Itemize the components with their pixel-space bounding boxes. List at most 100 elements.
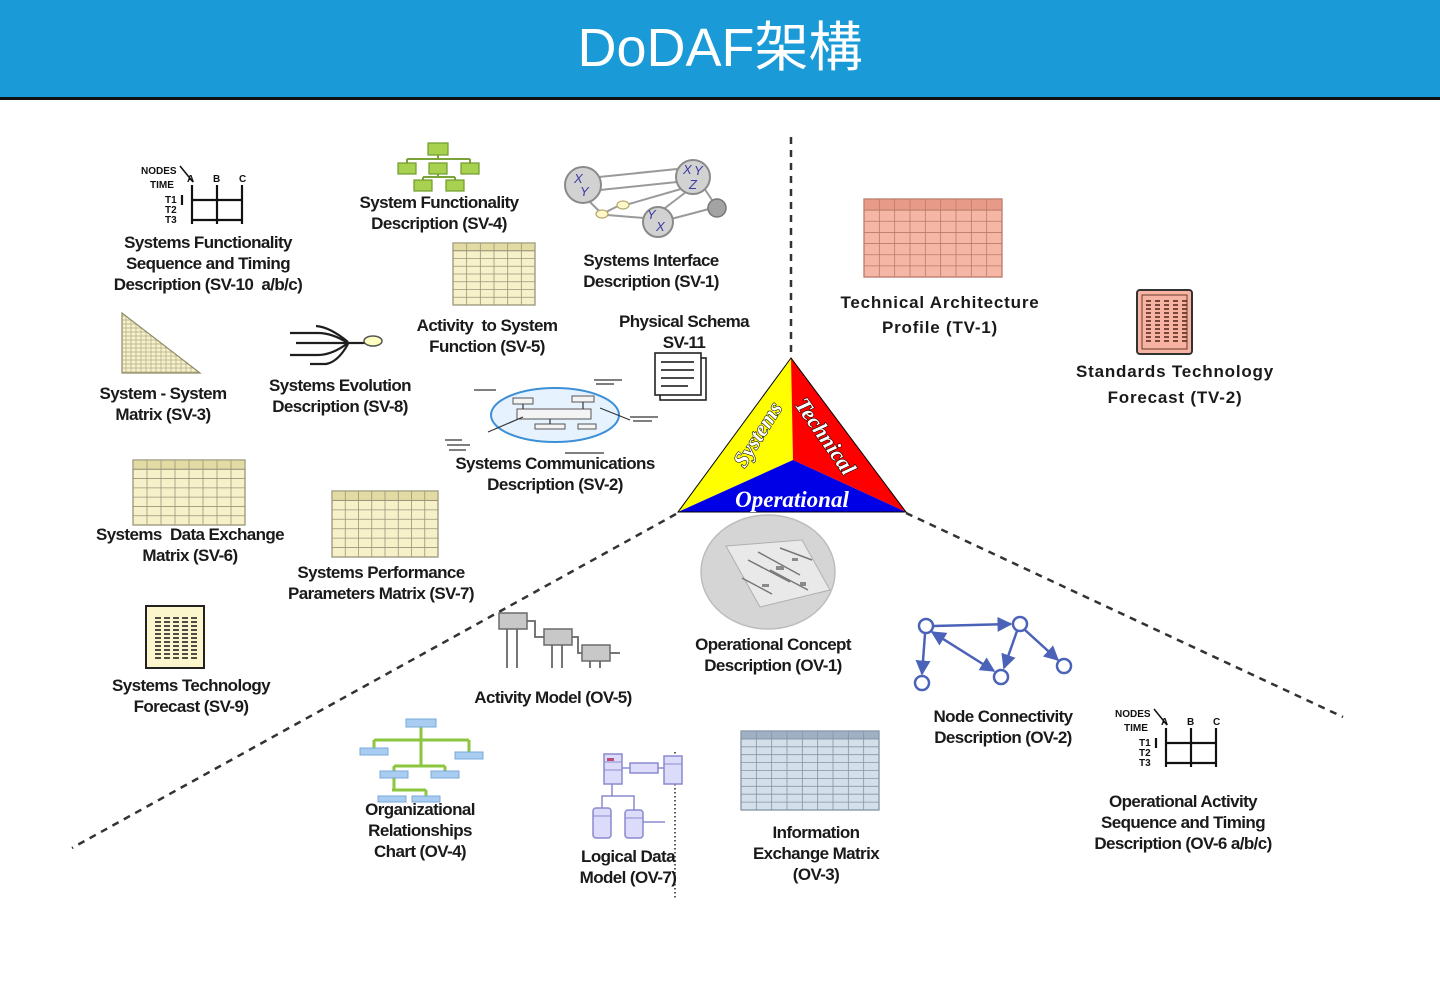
table-body: [863, 198, 1003, 278]
ov7-data-model-icon-part-part: [624, 809, 644, 839]
time-text: TIME: [1124, 723, 1148, 734]
sv1-interface-icon-part: [588, 168, 713, 220]
sv4-functionality-icon-part-part: [445, 179, 465, 192]
ov4-org-chart-icon-part-part: [379, 770, 409, 779]
viewpoint-triangle: Systems Technical Operational: [677, 357, 907, 513]
ov2-node: [913, 674, 931, 692]
ov7-data-model-icon: [592, 752, 683, 898]
ov1-concept-icon-part-part: [769, 569, 809, 591]
sv1-interface-icon-part: X: [682, 162, 693, 177]
sv1-interface-icon-part: Y: [647, 207, 657, 222]
ov3-matrix-icon: [740, 730, 880, 811]
sv2-communications-icon-part-part: [487, 416, 524, 433]
sv8-evolution-icon-part: [310, 343, 349, 366]
tv2-forecast-icon-part: [1136, 289, 1193, 355]
sv4-functionality-icon-part: [406, 155, 471, 180]
sv1-label: Systems Interface Description (SV-1): [583, 251, 719, 291]
sv10-sequence-icon: NODES TIME A B C T1 T2 T3: [141, 165, 246, 226]
sv8-evolution-icon: [290, 324, 383, 366]
sv10-sequence-icon-part: [179, 165, 194, 183]
ov2-node: [1011, 615, 1029, 633]
sv1-interface-icon-part: X: [655, 219, 666, 234]
interface-node-4: [707, 198, 727, 218]
ov4-org-chart-icon-part-part: [411, 795, 441, 803]
sv8-label: Systems Evolution Description (SV-8): [269, 376, 412, 416]
view-dividers: [71, 137, 1344, 850]
sv4-functionality-icon-part: [397, 142, 480, 192]
ov1-concept-icon-part: [741, 547, 813, 595]
ov4-org-chart-icon-part-part: [405, 718, 437, 728]
ov6-label: Operational Activity Sequence and Timing…: [1094, 792, 1272, 853]
sv2-communications-icon-part-part: [577, 423, 597, 430]
ov4-org-chart-icon-part: [372, 727, 471, 796]
ov1-concept-icon-part-part: [800, 582, 806, 586]
sv9-forecast-icon: [145, 605, 205, 669]
ov4-org-chart-icon-part-part: [430, 770, 460, 779]
sv4-functionality-icon-part-part: [428, 162, 448, 175]
ov4-org-chart-icon-part-part: [377, 795, 407, 803]
ov2-node-graph-icon-part: [915, 616, 1060, 676]
ov5-activity-icon-part-part: [581, 644, 611, 662]
sv5-matrix-icon: [452, 242, 536, 306]
column-a: A: [187, 174, 194, 185]
ov7-data-model-icon-part-part: [663, 755, 683, 785]
tv2-forecast-icon-part: [1141, 294, 1188, 350]
ov2-node-graph-icon: [913, 615, 1073, 692]
interface-node-3: [642, 206, 674, 238]
sv11-document-icon: [654, 352, 707, 401]
sv2-communications-icon-part-part: [516, 408, 592, 420]
ov2-node-graph-icon-part-part: [1024, 629, 1060, 662]
ov1-concept-icon-part-part: [747, 559, 791, 583]
sv10-sequence-icon-part: [180, 185, 244, 224]
sv2-label: Systems Communications Description (SV-2…: [455, 454, 655, 494]
ov2-node-graph-icon-part-part: [915, 633, 931, 676]
ov6-sequence-icon-part: [1153, 708, 1168, 726]
sv11-label: Physical Schema SV-11: [619, 312, 750, 352]
ov2-node: [917, 617, 935, 635]
sv1-interface-icon-part: [616, 200, 630, 210]
sv6-label: Systems Data Exchange Matrix (SV-6): [95, 525, 285, 565]
sv11-document-icon-part: [661, 361, 694, 387]
row-t2: T2: [165, 205, 177, 216]
sv4-functionality-icon-part-part: [460, 162, 480, 175]
operational-viewpoint-label: Operational: [735, 487, 849, 512]
sv6-matrix-icon: [132, 459, 246, 526]
systems-operational-divider: [71, 512, 677, 850]
ov7-data-model-icon-part-part: [629, 762, 659, 774]
sv3-triangle-outline: [121, 311, 202, 374]
column-c: C: [1213, 717, 1220, 728]
sv1-interface-icon-part-part: [605, 205, 619, 213]
sv1-interface-icon-part-part: [598, 168, 678, 178]
ov1-concept-icon-part-part: [779, 547, 813, 561]
sv1-interface-icon-part: Z: [688, 177, 698, 192]
ov5-activity-icon-part: [506, 620, 620, 668]
sv4-functionality-icon-part-part: [397, 162, 417, 175]
slide-title: DoDAF架構: [577, 18, 863, 78]
column-c: C: [239, 174, 246, 185]
ov7-data-model-icon-part: [601, 767, 665, 823]
sv7-matrix-icon: [331, 490, 439, 558]
technical-operational-divider: [905, 511, 1344, 719]
sv1-interface-icon-part: Y: [694, 163, 704, 178]
ov7-data-model-icon-part: [593, 761, 682, 819]
ov5-activity-icon-part-part: [543, 628, 573, 646]
ov7-data-model-icon-part: [607, 758, 614, 761]
ov4-org-chart-icon: [359, 718, 484, 803]
time-text: TIME: [150, 180, 174, 191]
sv11-document-icon-part: [654, 352, 702, 396]
column-b: B: [213, 174, 220, 185]
ov6-sequence-icon: NODES TIME A B C T1 T2 T3: [1115, 708, 1220, 769]
sv4-functionality-icon: [397, 142, 480, 192]
sv4-functionality-icon-part-part: [427, 142, 449, 156]
sv1-interface-icon-part: [595, 209, 609, 219]
sv3-label: System - System Matrix (SV-3): [99, 384, 227, 424]
column-b: B: [1187, 717, 1194, 728]
ov7-label: Logical Data Model (OV-7): [579, 847, 677, 887]
operational-segment: [678, 460, 906, 512]
sv8-evolution-icon-part: [290, 331, 349, 344]
nodes-text: NODES: [141, 166, 177, 177]
ov7-data-model-icon-part-part: [592, 807, 612, 839]
ov4-org-chart-icon-part-part: [359, 747, 389, 756]
ov5-label: Activity Model (OV-5): [474, 688, 632, 707]
